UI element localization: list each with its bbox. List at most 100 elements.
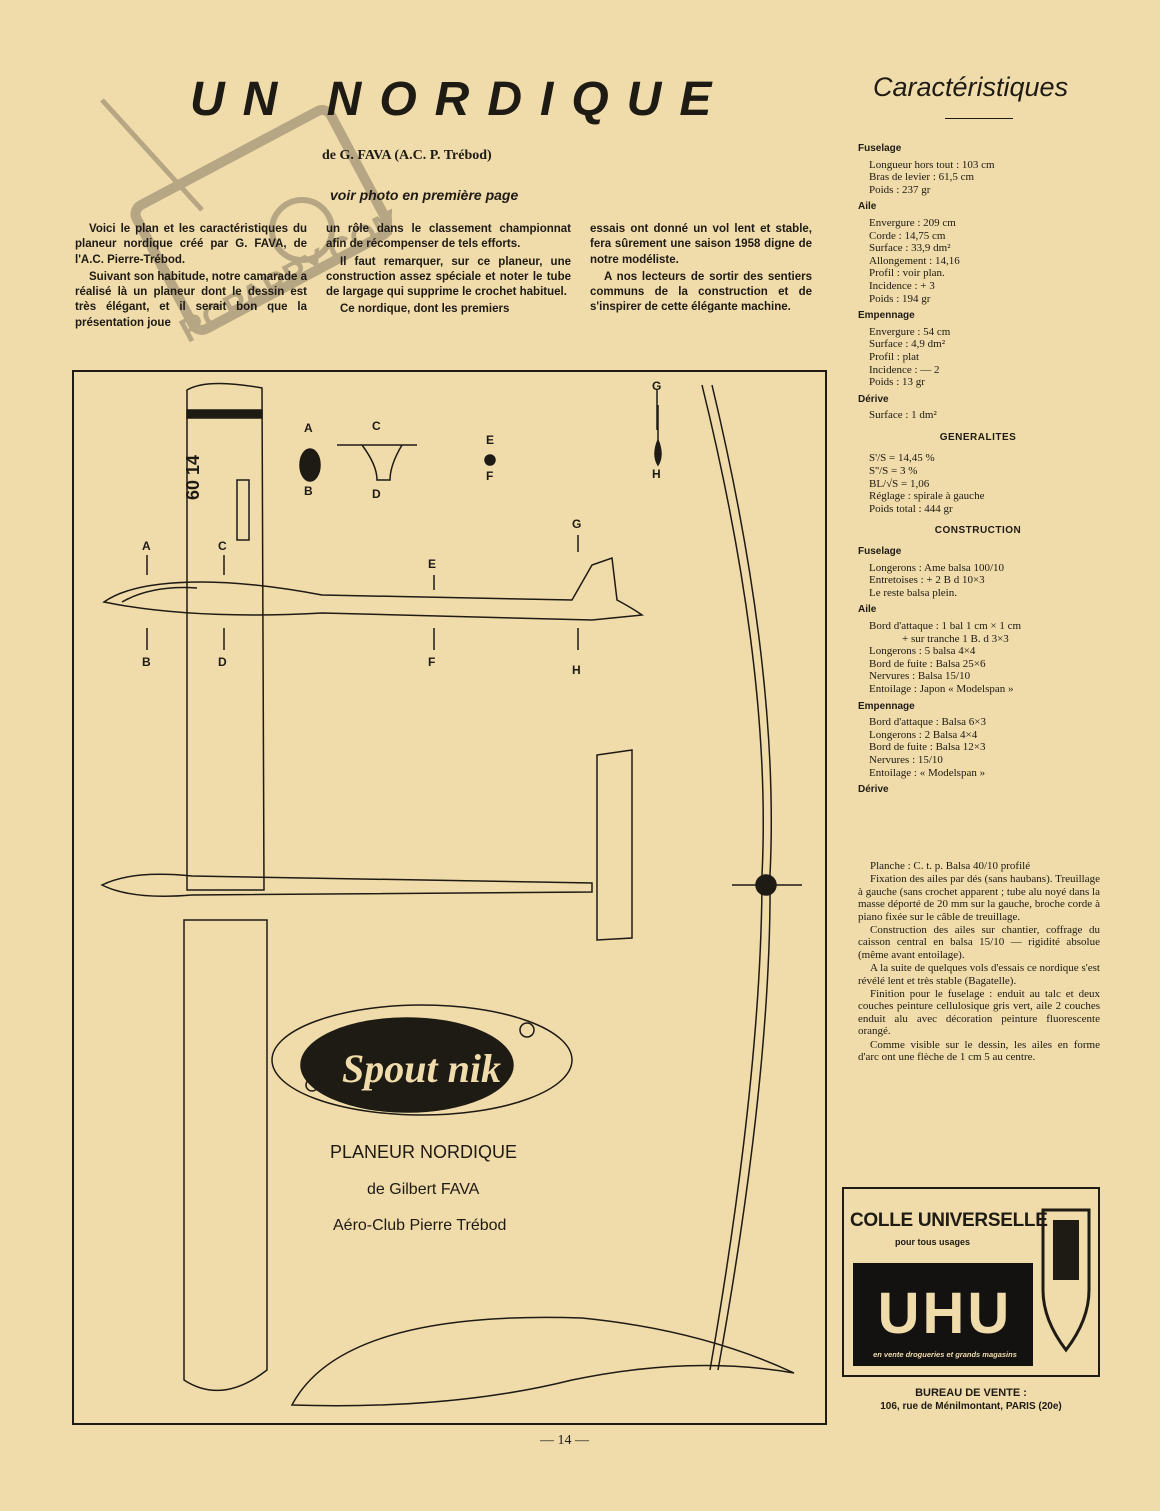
advertisement xyxy=(842,1187,1100,1377)
spec-section-title: Dérive xyxy=(858,393,889,405)
spec-line: Surface : 4,9 dm² xyxy=(869,338,946,351)
spec-line: Profil : plat xyxy=(869,350,920,363)
ad-address: 106, rue de Ménilmontant, PARIS (20e) xyxy=(880,1401,1062,1412)
section-label: A xyxy=(304,421,313,435)
section-label: B xyxy=(142,655,151,669)
paragraph: un rôle dans le classement championnat a… xyxy=(326,223,571,251)
logo-outer-ring xyxy=(271,1004,573,1116)
spec-section-title: Empennage xyxy=(858,700,915,712)
article-column-1: Voici le plan et les caractéristiques du… xyxy=(75,222,307,333)
paragraph: essais ont donné un vol lent et stable, … xyxy=(590,223,812,266)
paragraph: Comme visible sur le dessin, les ailes e… xyxy=(858,1038,1100,1064)
paragraph: Fixation des ailes par dés (sans haubans… xyxy=(858,873,1100,923)
watermark-stamp: RCPAPPY.COM xyxy=(100,98,392,350)
plan-caption-club: Aéro-Club Pierre Trébod xyxy=(333,1217,507,1234)
fuselage-side-view xyxy=(102,556,645,621)
spec-section-title: Fuselage xyxy=(858,143,902,154)
section-label: H xyxy=(652,467,661,481)
wing-band xyxy=(186,409,263,419)
spec-line: Envergure : 209 cm xyxy=(869,216,956,229)
spec-line: Profil : voir plan. xyxy=(869,267,945,280)
section-label: C xyxy=(372,419,381,433)
paragraph: Finition pour le fuselage : enduit au ta… xyxy=(858,988,1100,1038)
spec-line: + sur tranche 1 B. d 3×3 xyxy=(902,632,1009,645)
section-label: D xyxy=(372,487,381,501)
construction-notes: Planche : C. t. p. Balsa 40/10 profilé F… xyxy=(858,860,1100,1065)
spec-line: Bras de levier : 61,5 cm xyxy=(869,171,975,184)
article-column-2: un rôle dans le classement championnat a… xyxy=(326,222,571,320)
paragraph: Ce nordique, dont les premiers xyxy=(340,303,510,316)
paragraph: A la suite de quelques vols d'essais ce … xyxy=(858,962,1100,987)
spec-line: Longueur hors tout : 103 cm xyxy=(869,158,995,171)
section-label: B xyxy=(304,484,313,498)
section-gh xyxy=(654,405,662,467)
wing-front-view xyxy=(701,384,764,1371)
wing-spar-box xyxy=(236,479,250,541)
spec-line: Incidence : + 3 xyxy=(869,279,935,292)
ad-tagline: en vente drogueries et grands magasins xyxy=(873,1350,1017,1359)
spec-section-title: Aile xyxy=(858,201,877,213)
paragraph: Construction des ailes sur chantier, cof… xyxy=(858,924,1100,961)
spec-line: Bord de fuite : Balsa 25×6 xyxy=(869,657,986,670)
wing-label: 60 14 xyxy=(183,455,203,500)
plan-caption-title: PLANEUR NORDIQUE xyxy=(330,1142,518,1162)
section-label: E xyxy=(428,557,436,571)
section-label: F xyxy=(428,655,435,669)
article-title: UN NORDIQUE xyxy=(190,73,730,126)
section-label: G xyxy=(652,379,661,393)
wing-profile xyxy=(290,1316,795,1407)
spec-line: Entoilage : Japon « Modelspan » xyxy=(869,682,1014,695)
spec-section-title: GENERALITES xyxy=(939,431,1017,443)
specs-heading: Caractéristiques xyxy=(873,72,1069,102)
article-column-3: essais ont donné un vol lent et stable, … xyxy=(590,222,812,318)
wing-lower-half xyxy=(183,919,268,1392)
spec-line: Allongement : 14,16 xyxy=(869,254,960,267)
section-label: A xyxy=(142,539,151,553)
ad-brand-panel xyxy=(853,1263,1033,1366)
spec-line: Longerons : Ame balsa 100/10 xyxy=(869,561,1005,574)
wing-front-view-inner xyxy=(711,384,773,1371)
spec-line: Surface : 33,9 dm² xyxy=(869,242,951,255)
spec-line: Réglage : spirale à gauche xyxy=(869,490,985,503)
paragraph: A nos lecteurs de sortir des sentiers co… xyxy=(590,270,812,314)
spec-line: Poids : 13 gr xyxy=(869,376,925,389)
spec-line: S''/S = 3 % xyxy=(869,465,918,478)
specs-list: Fuselage Longueur hors tout : 103 cm Bra… xyxy=(858,138,1098,800)
ad-brand: UHU xyxy=(877,1281,1013,1346)
section-cd xyxy=(337,444,417,481)
glue-tube-icon xyxy=(1041,1208,1091,1353)
plan-frame xyxy=(72,370,827,1425)
section-label: H xyxy=(572,663,581,677)
section-label: G xyxy=(572,517,581,531)
logo-satellite xyxy=(305,1078,319,1092)
ad-sales-office: BUREAU DE VENTE : xyxy=(915,1387,1027,1399)
logo-oval xyxy=(300,1017,514,1113)
paragraph: Il faut remarquer, sur ce planeur, une c… xyxy=(326,255,571,299)
spec-line: Le reste balsa plein. xyxy=(869,586,957,599)
paragraph: Voici le plan et les caractéristiques du… xyxy=(75,223,307,266)
spec-line: Poids : 194 gr xyxy=(869,292,931,305)
page-number: — 14 — xyxy=(540,1433,589,1448)
section-ab xyxy=(299,448,321,482)
spec-line: Nervures : Balsa 15/10 xyxy=(869,670,971,683)
article-byline: de G. FAVA (A.C. P. Trébod) xyxy=(322,148,492,163)
spec-line: S'/S = 14,45 % xyxy=(869,452,935,465)
spec-line: Longerons : 5 balsa 4×4 xyxy=(869,645,976,658)
ad-headline: COLLE UNIVERSELLE xyxy=(850,1210,1048,1231)
photo-note: voir photo en première page xyxy=(330,187,519,203)
spec-line: BL/√S = 1,06 xyxy=(869,477,930,490)
spec-section-title: Aile xyxy=(858,604,877,616)
logo-satellite xyxy=(519,1022,535,1038)
spec-line: Incidence : — 2 xyxy=(869,363,940,376)
spec-line: Surface : 1 dm² xyxy=(869,409,937,422)
plan-caption-author: de Gilbert FAVA xyxy=(367,1181,480,1198)
spec-line: Bord de fuite : Balsa 12×3 xyxy=(869,741,986,754)
ad-subline: pour tous usages xyxy=(895,1237,971,1247)
section-label: E xyxy=(486,433,494,447)
canopy xyxy=(121,586,198,603)
spec-line: Bord d'attaque : 1 bal 1 cm × 1 cm xyxy=(869,620,1022,632)
spec-line: Envergure : 54 cm xyxy=(869,325,951,338)
spec-line: Entretoises : + 2 B d 10×3 xyxy=(869,574,985,587)
spec-line: Nervures : 15/10 xyxy=(869,753,943,766)
paragraph: Planche : C. t. p. Balsa 40/10 profilé xyxy=(870,860,1031,872)
